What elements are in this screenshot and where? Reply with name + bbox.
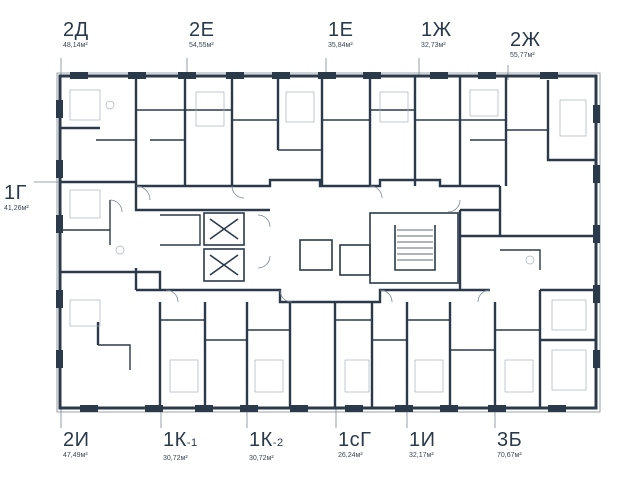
apartment-area: 55,77м²	[510, 52, 535, 59]
apartment-area: 70,67м²	[497, 452, 522, 459]
apartment-area: 48,14м²	[63, 42, 88, 49]
apartment-area: 41,26м²	[4, 205, 29, 212]
leader-lines	[34, 58, 509, 428]
apartment-label-2E[interactable]: 2Е 54,55м²	[189, 20, 214, 50]
apartment-label-1K-2[interactable]: 1К-2 30,72м²	[249, 430, 284, 463]
partition-walls	[60, 109, 548, 370]
interior-walls	[60, 76, 596, 408]
apartment-code: 1Ж	[421, 19, 452, 41]
door-swings	[109, 185, 491, 303]
apartment-label-2Zh[interactable]: 2Ж 55,77м²	[510, 30, 541, 60]
apartment-label-2I[interactable]: 2И 47,49м²	[63, 430, 90, 460]
apartment-code-main: 1К	[163, 429, 187, 451]
apartment-area: 30,72м²	[163, 455, 188, 462]
apartment-label-3B[interactable]: 3Б 70,67м²	[497, 430, 522, 460]
apartment-label-1E[interactable]: 1Е 35,84м²	[328, 20, 353, 50]
outer-walls	[58, 74, 598, 410]
apartment-code: 2Ж	[510, 29, 541, 51]
apartment-area: 30,72м²	[249, 455, 274, 462]
apartment-area: 32,17м²	[409, 452, 434, 459]
apartment-code: 2Е	[189, 19, 215, 41]
apartment-label-1I[interactable]: 1И 32,17м²	[409, 430, 436, 460]
apartment-label-1Zh[interactable]: 1Ж 32,73м²	[421, 20, 452, 50]
apartment-code: 1К-1	[163, 430, 198, 453]
apartment-area: 47,49м²	[63, 452, 88, 459]
stair-treads	[397, 229, 433, 261]
apartment-label-1sG[interactable]: 1сГ 26,24м²	[338, 430, 371, 460]
apartment-code-main: 1К	[249, 429, 273, 451]
apartment-area: 35,84м²	[328, 42, 353, 49]
apartment-area: 26,24м²	[338, 452, 363, 459]
apartment-code: 1Г	[4, 182, 27, 204]
apartment-code: 1И	[409, 429, 436, 451]
furniture	[69, 89, 587, 393]
apartment-code: 2Д	[63, 19, 89, 41]
apartment-code: 1сГ	[338, 429, 372, 451]
apartment-label-1K-1[interactable]: 1К-1 30,72м²	[163, 430, 198, 463]
building-core	[203, 212, 459, 284]
apartment-code: 3Б	[497, 429, 523, 451]
apartment-label-2D[interactable]: 2Д 48,14м²	[63, 20, 89, 50]
apartment-code-suffix: -1	[186, 437, 198, 449]
apartment-code: 1Е	[328, 19, 354, 41]
apartment-area: 54,55м²	[189, 42, 214, 49]
facade-line	[56, 72, 601, 413]
apartment-label-1G[interactable]: 1Г 41,26м²	[4, 183, 29, 213]
facade-windows	[56, 72, 600, 412]
apartment-code: 1К-2	[249, 430, 284, 453]
apartment-code-suffix: -2	[272, 437, 284, 449]
apartment-code: 2И	[63, 429, 90, 451]
apartment-area: 32,73м²	[421, 42, 446, 49]
